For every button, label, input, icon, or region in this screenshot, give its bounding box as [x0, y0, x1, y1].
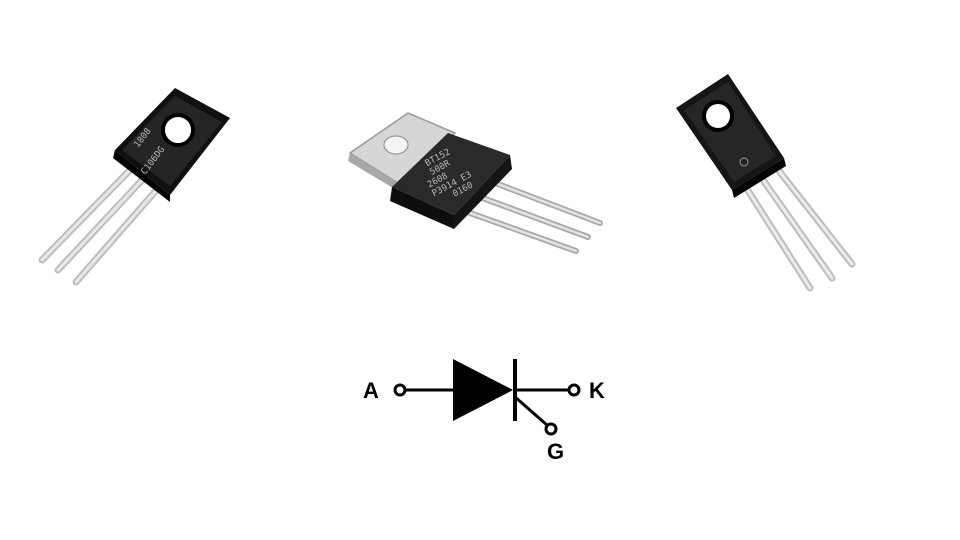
thyristor-package-right [676, 74, 856, 292]
thyristor-symbol: A K G [363, 359, 605, 464]
lead-group-left [38, 166, 164, 286]
cathode-terminal [567, 383, 581, 397]
diode-triangle [453, 359, 513, 421]
thyristor-package-left: 1808 C106DG [38, 88, 230, 286]
mounting-hole [704, 102, 732, 130]
cathode-label: K [589, 378, 605, 403]
lead-group-center [467, 178, 603, 254]
lead-group-right [736, 158, 856, 292]
package-body-right [676, 74, 786, 198]
thyristor-package-center: BT152 500R 2608 P3914 E3 0160 [348, 112, 603, 254]
anode-label: A [363, 378, 379, 403]
anode-terminal [393, 383, 407, 397]
metal-tab [348, 112, 457, 191]
package-body-center: BT152 500R 2608 P3914 E3 0160 [390, 133, 512, 229]
package-body-left: 1808 C106DG [113, 88, 230, 202]
logo-mark [739, 157, 749, 167]
gate-wire [514, 395, 548, 427]
mounting-hole [163, 115, 193, 145]
gate-label: G [547, 439, 564, 464]
gate-terminal [544, 422, 558, 436]
